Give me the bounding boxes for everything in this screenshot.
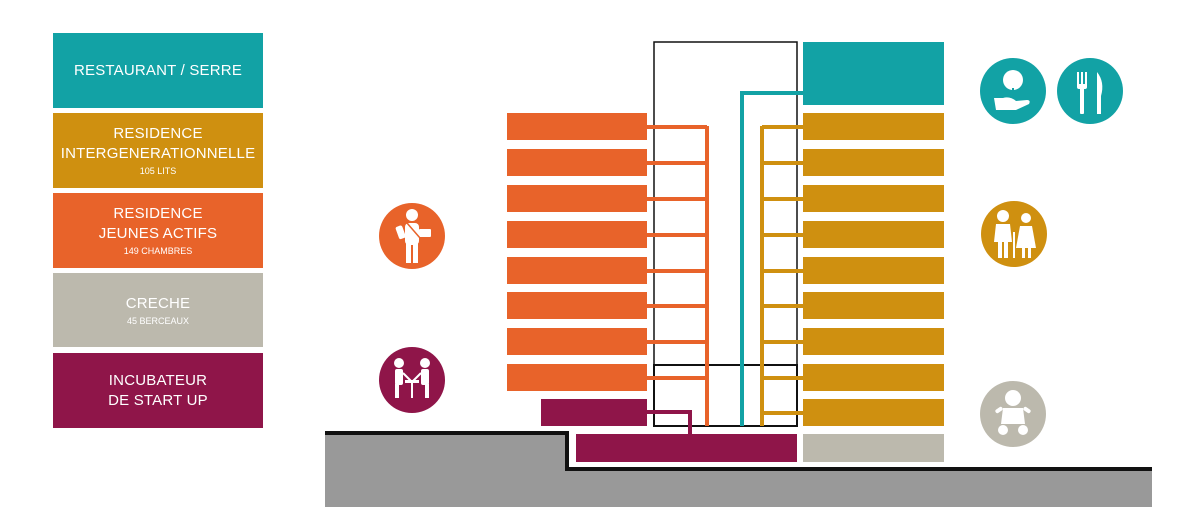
floor-orange bbox=[507, 328, 647, 355]
legend-incubateur-line2: DE START UP bbox=[108, 391, 208, 409]
floor-ochre bbox=[803, 399, 944, 426]
legend-residence-jeunes-sub: 149 CHAMBRES bbox=[123, 246, 193, 256]
legend-creche-title: CRECHE bbox=[125, 294, 191, 312]
legend-residence-jeunes-line2: JEUNES ACTIFS bbox=[98, 225, 218, 242]
fork-knife-icon bbox=[1057, 58, 1123, 124]
legend-incubateur-line1: INCUBATEUR bbox=[108, 371, 208, 389]
floor-orange bbox=[507, 292, 647, 319]
floor-ochre bbox=[803, 364, 944, 391]
legend-residence-inter-sub: 105 LITS bbox=[139, 166, 177, 176]
circulation-teal bbox=[740, 91, 803, 426]
floor-incubateur-lower bbox=[576, 434, 797, 462]
legend-residence-jeunes-line1: RESIDENCE bbox=[113, 205, 203, 222]
floor-ochre bbox=[803, 292, 944, 319]
legend-residence-intergenerationnelle: RESIDENCE INTERGENERATIONNELLE 105 LITS bbox=[53, 113, 263, 188]
circulation-magenta bbox=[647, 410, 692, 434]
circulation-ochre bbox=[760, 125, 803, 426]
floor-orange bbox=[507, 185, 647, 212]
floor-orange bbox=[507, 364, 647, 391]
floor-restaurant-serre bbox=[803, 42, 944, 105]
floor-incubateur-upper bbox=[541, 399, 647, 426]
legend-residence-inter-line1: RESIDENCE bbox=[113, 125, 203, 142]
floors-residence-intergenerationnelle bbox=[803, 113, 944, 426]
person-with-laptop-icon bbox=[379, 203, 445, 269]
legend-restaurant-serre: RESTAURANT / SERRE bbox=[53, 33, 263, 108]
core-lower-box-outline bbox=[653, 364, 798, 427]
floor-ochre bbox=[803, 328, 944, 355]
legend-incubateur: INCUBATEUR DE START UP bbox=[53, 353, 263, 428]
hand-holding-plant-icon bbox=[980, 58, 1046, 124]
legend-restaurant-title: RESTAURANT / SERRE bbox=[73, 61, 243, 79]
floor-ochre bbox=[803, 149, 944, 176]
two-people-meeting-icon bbox=[379, 347, 445, 413]
legend-creche-sub: 45 BERCEAUX bbox=[126, 315, 190, 326]
legend-residence-inter-line2: INTERGENERATIONNELLE bbox=[60, 145, 256, 162]
floor-orange bbox=[507, 113, 647, 140]
floor-orange bbox=[507, 149, 647, 176]
floor-orange bbox=[507, 257, 647, 284]
ground-line bbox=[325, 431, 1152, 471]
circulation-orange bbox=[647, 125, 709, 426]
floor-creche bbox=[803, 434, 944, 462]
floor-ochre bbox=[803, 113, 944, 140]
floor-ochre bbox=[803, 221, 944, 248]
floor-orange bbox=[507, 221, 647, 248]
floor-ochre bbox=[803, 257, 944, 284]
elderly-couple-icon bbox=[981, 201, 1047, 267]
baby-icon bbox=[980, 381, 1046, 447]
floor-ochre bbox=[803, 185, 944, 212]
legend-creche: CRECHE 45 BERCEAUX bbox=[53, 273, 263, 347]
legend-residence-jeunes-actifs: RESIDENCE JEUNES ACTIFS 149 CHAMBRES bbox=[53, 193, 263, 268]
floors-residence-jeunes-actifs bbox=[507, 113, 647, 391]
